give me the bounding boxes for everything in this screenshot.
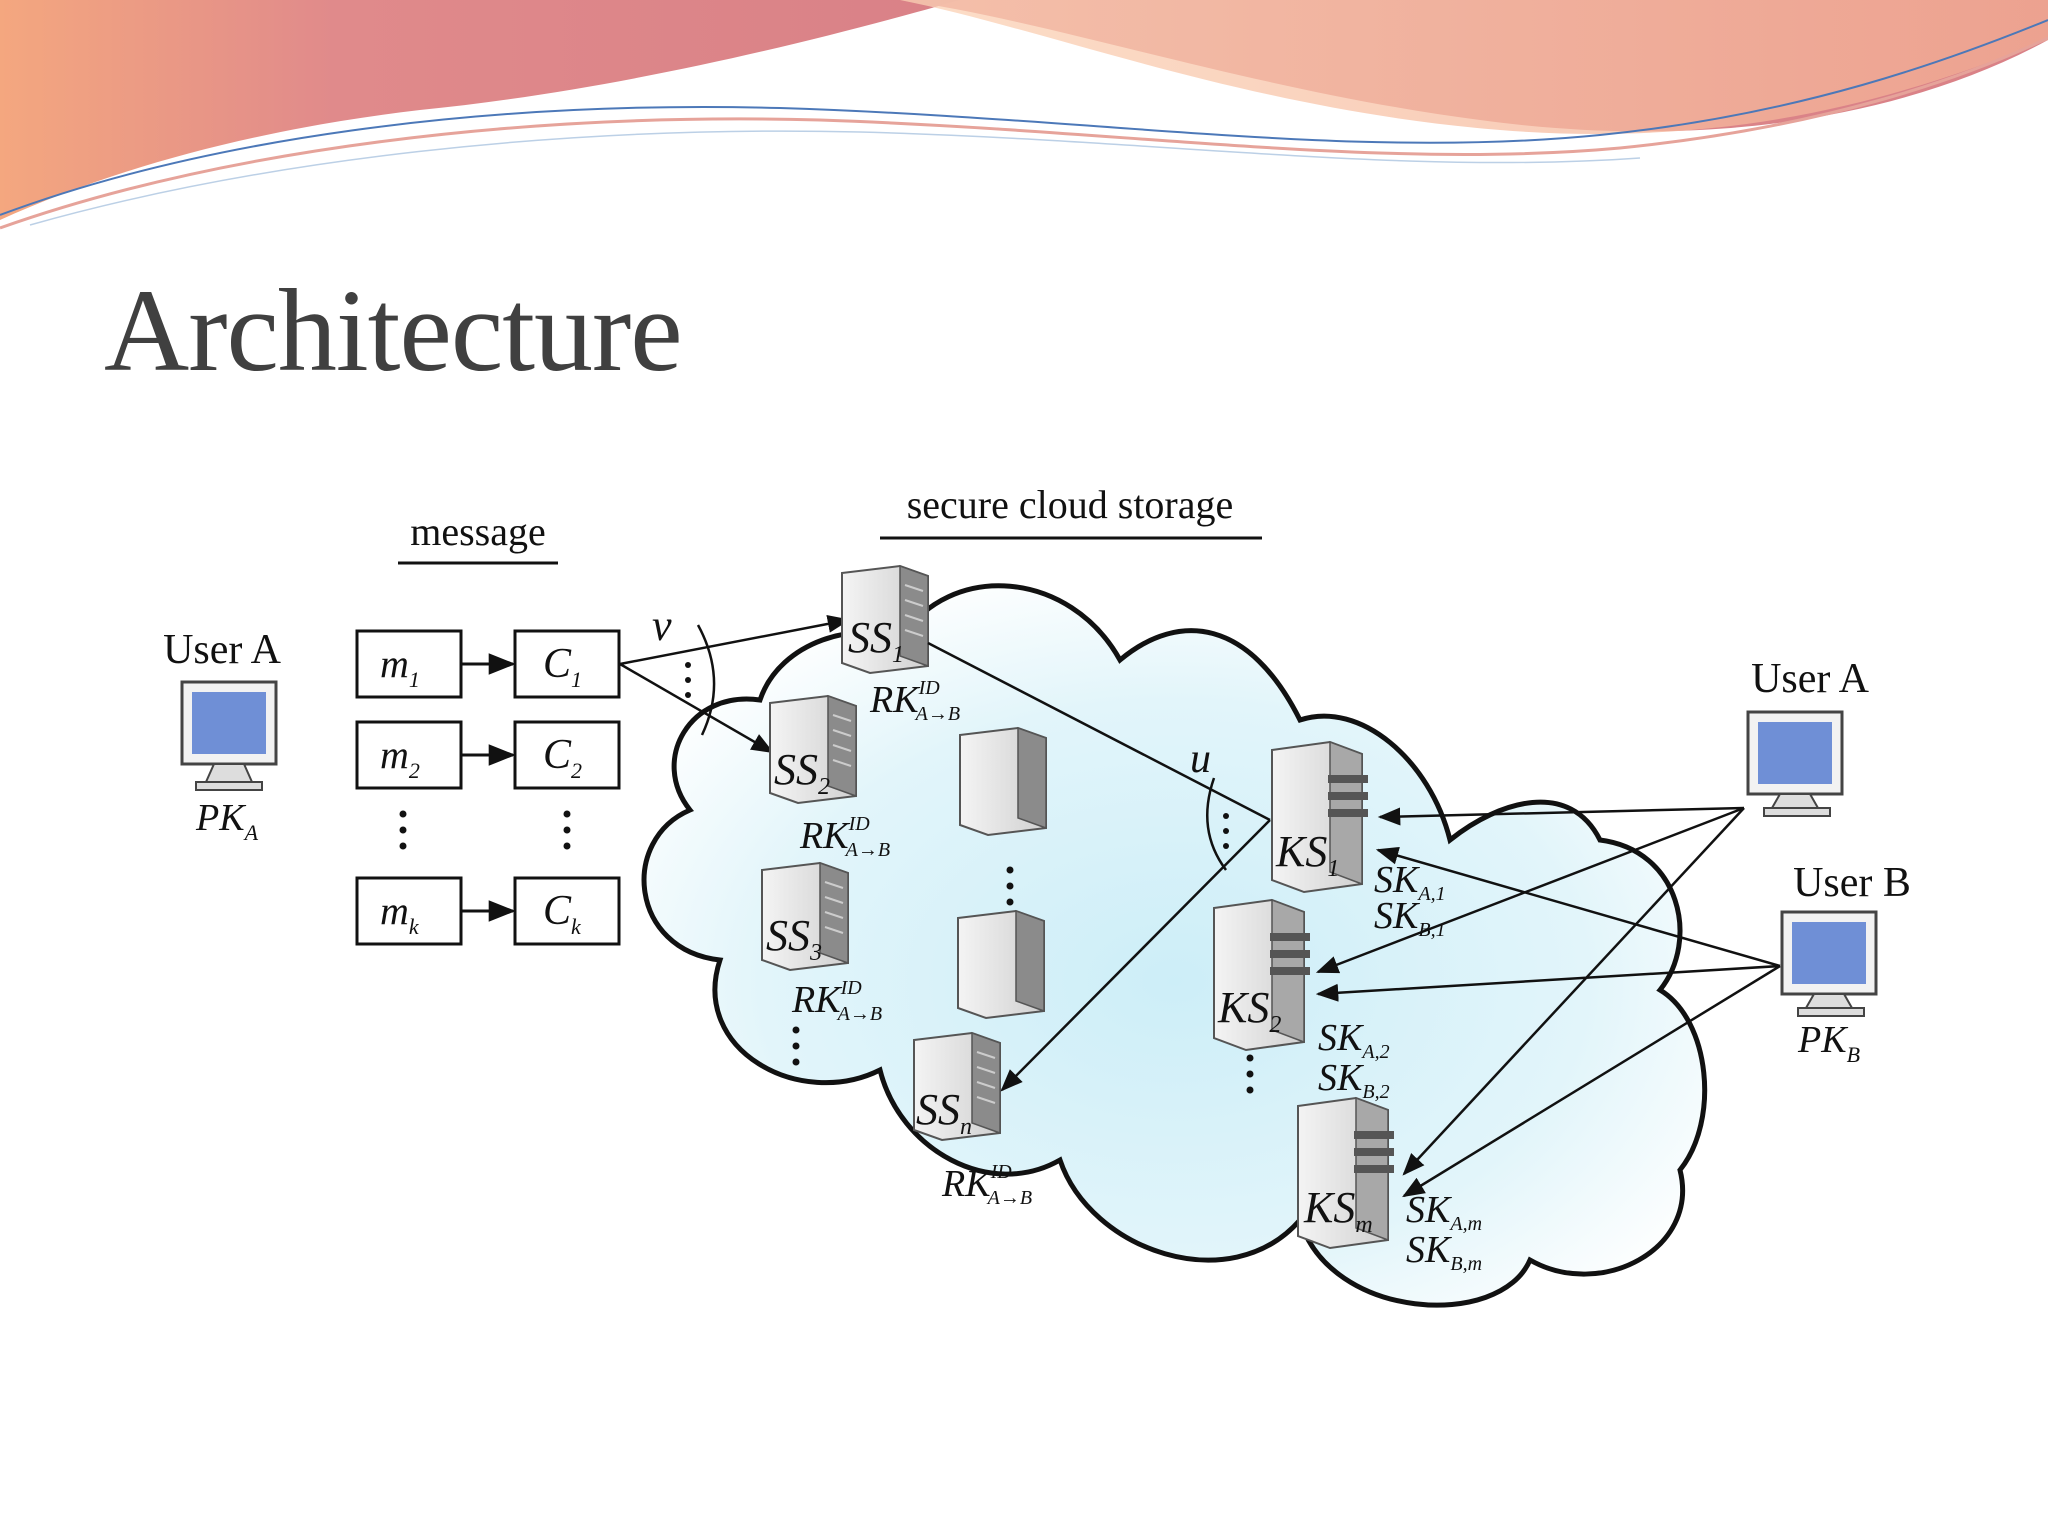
cipher-box-k: Ck	[513, 876, 621, 946]
storage-ellipsis	[792, 1026, 800, 1066]
message-box-1: m1	[355, 629, 463, 699]
angle-u-label: u	[1190, 736, 1211, 782]
storage-server-unlabeled-2	[957, 909, 1045, 1020]
right-user-a-monitor-icon	[1746, 710, 1844, 817]
slide-title: Architecture	[104, 265, 683, 396]
storage-server-1: SS1	[841, 564, 929, 675]
svg-text:SS1: SS1	[848, 613, 904, 668]
right-user-b-key: PKB	[1797, 1019, 1860, 1067]
key-server-ellipsis	[1246, 1054, 1254, 1094]
ks1-key-a: SKA,1	[1374, 859, 1446, 905]
left-user-key: PKA	[195, 797, 259, 845]
left-user-monitor-icon	[180, 680, 278, 791]
key-server-m: KSm	[1297, 1096, 1394, 1250]
storage-server-2: SS2	[769, 694, 857, 805]
cipher-box-2: C2	[513, 720, 621, 790]
storage-server-3: SS3	[761, 861, 849, 972]
angle-u-arc	[1206, 777, 1228, 871]
angle-v-ellipsis	[685, 662, 691, 698]
angle-v-arc	[696, 624, 716, 736]
dispatch-arrow-ss2	[619, 662, 774, 754]
svg-text:KS2: KS2	[1217, 983, 1281, 1038]
right-user-b-name: User B	[1793, 860, 1911, 906]
message-box-2: m2	[355, 720, 463, 790]
cipher-box-1: C1	[513, 629, 621, 699]
message-box-k: mk	[355, 876, 463, 946]
svg-text:SS2: SS2	[774, 745, 830, 800]
ks1-key-b: SKB,1	[1374, 895, 1446, 941]
storage-server-n: SSn	[913, 1031, 1001, 1142]
angle-v-label: v	[652, 601, 672, 650]
svg-text:SSn: SSn	[916, 1085, 972, 1140]
svg-text:m1: m1	[380, 641, 420, 692]
ks2-key-a: SKA,2	[1318, 1017, 1390, 1063]
cloud-heading: secure cloud storage	[907, 482, 1234, 527]
right-user-b-monitor-icon	[1780, 910, 1878, 1017]
ks1-to-ssn-arrow	[1000, 819, 1271, 1092]
dispatch-arrow-ss1	[619, 615, 851, 666]
key-server-1: KS1	[1271, 740, 1368, 894]
cloud-shape	[641, 583, 1708, 1308]
angle-u-ellipsis	[1223, 813, 1229, 849]
storage-server-ellipsis	[1006, 866, 1014, 906]
svg-text:C2: C2	[543, 732, 582, 783]
ks1-to-ss1-line	[927, 641, 1271, 822]
message-ellipsis	[399, 810, 571, 850]
svg-text:KSm: KSm	[1303, 1183, 1373, 1238]
storage-server-unlabeled-1	[959, 726, 1047, 837]
svg-text:KS1: KS1	[1275, 827, 1339, 882]
svg-text:mk: mk	[380, 888, 420, 939]
key-server-2: KS2	[1213, 898, 1310, 1052]
ksm-key-b: SKB,m	[1406, 1229, 1482, 1275]
user-keyserver-arrows	[1315, 806, 1781, 1198]
svg-text:SS3: SS3	[766, 911, 822, 966]
svg-text:C1: C1	[543, 641, 582, 692]
message-heading: message	[410, 509, 546, 554]
svg-text:Ck: Ck	[543, 888, 582, 939]
right-user-a-name: User A	[1751, 656, 1869, 702]
svg-text:m2: m2	[380, 732, 420, 783]
ks2-key-b: SKB,2	[1318, 1057, 1390, 1103]
header-wave-decoration	[0, 0, 2048, 230]
left-user-name: User A	[163, 627, 281, 673]
